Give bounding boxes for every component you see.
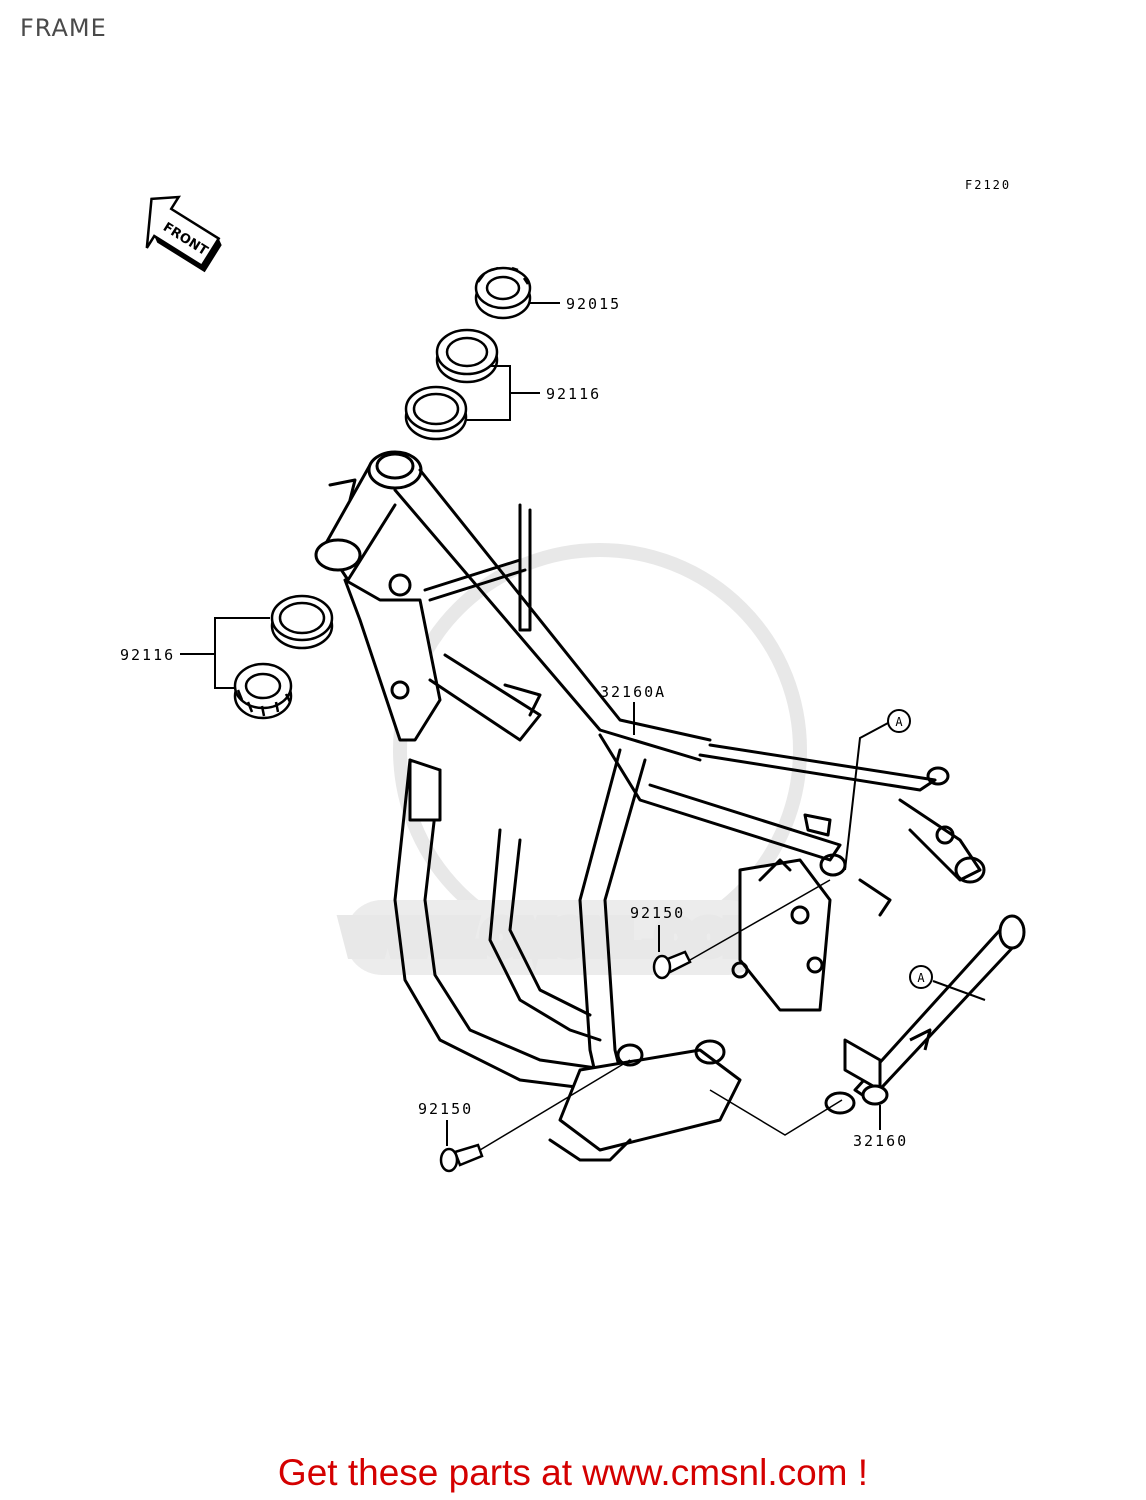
bolt-mid-part (652, 950, 692, 980)
reference-code: F2120 (965, 178, 1011, 192)
ref-a-frame-label: A (895, 715, 903, 729)
lower-races-part (233, 594, 334, 720)
leader-ref-a-rail (932, 980, 986, 1001)
upper-races-part (404, 328, 499, 441)
leader-92116-lower (180, 617, 270, 689)
callout-92116-upper: 92116 (546, 385, 601, 403)
leader-ref-a-frame (844, 722, 889, 871)
callout-92116-lower: 92116 (120, 646, 175, 664)
ref-a-rail-badge (909, 965, 933, 989)
ref-a-frame-badge (887, 709, 911, 733)
rear-rail-part (824, 914, 1026, 1115)
cmsnl-watermark: WWW.CMSNL.COM (339, 543, 807, 975)
ref-a-rail-label: A (917, 971, 925, 985)
leader-32160-axis (709, 1089, 843, 1136)
leader-92150-low-axis (479, 1059, 631, 1151)
callout-32160: 32160 (853, 1132, 908, 1150)
watermark-text: WWW.CMSNL.COM (346, 913, 765, 962)
stem-nut-part (474, 266, 532, 320)
footer-link[interactable]: Get these parts at www.cmsnl.com ! (277, 1452, 869, 1493)
front-arrow-icon: FRONT (145, 195, 222, 273)
callout-92015: 92015 (566, 295, 621, 313)
callout-92150-mid: 92150 (630, 904, 685, 922)
leader-92150-mid-axis (689, 879, 831, 961)
bolt-low-part (439, 1143, 484, 1173)
page-title: FRAME (20, 14, 107, 42)
callout-32160A: 32160A (600, 683, 666, 701)
leader-92116-upper (465, 365, 540, 421)
callout-92150-low: 92150 (418, 1100, 473, 1118)
